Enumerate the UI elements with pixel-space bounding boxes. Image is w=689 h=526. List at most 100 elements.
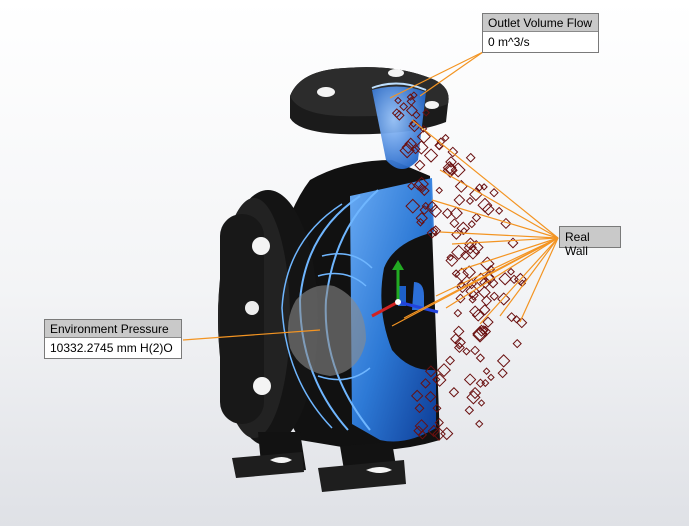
wall-marker [478, 285, 491, 299]
callout-value: 0 m^3/s [488, 35, 530, 49]
wall-marker [423, 148, 439, 163]
wall-marker [497, 368, 508, 379]
fluid-domain [281, 82, 436, 442]
wall-marker [432, 403, 442, 413]
wall-marker [424, 390, 437, 403]
wall-marker [416, 217, 425, 227]
callout-title: Real Wall [565, 230, 590, 258]
wall-marker [416, 183, 427, 194]
wall-marker [450, 333, 462, 345]
wall-marker [410, 91, 418, 99]
wall-marker [394, 110, 405, 121]
wall-marker [460, 250, 471, 261]
wall-marker [445, 355, 455, 366]
wall-marker [464, 237, 477, 251]
wall-marker [415, 212, 428, 225]
callout-title: Outlet Volume Flow [483, 14, 598, 32]
pump-feet [232, 432, 406, 492]
wall-marker [496, 354, 511, 368]
wall-marker [391, 108, 402, 118]
wall-marker [462, 347, 471, 356]
wall-marker [471, 308, 485, 322]
wall-marker [432, 373, 447, 387]
wall-marker [442, 160, 457, 175]
wall-marker [497, 292, 511, 306]
wall-marker [468, 290, 479, 301]
wall-marker [445, 156, 457, 168]
wall-marker [422, 108, 430, 117]
wall-marker [445, 254, 459, 268]
wall-marker [405, 198, 421, 214]
wall-marker [479, 256, 495, 272]
wall-marker [465, 245, 481, 260]
wall-marker [453, 308, 463, 318]
wall-marker [467, 220, 476, 229]
wall-marker [414, 140, 429, 155]
wall-marker [414, 403, 425, 414]
wall-marker [479, 325, 492, 338]
wall-marker [394, 96, 402, 105]
wall-marker [507, 267, 515, 276]
wall-marker [477, 197, 493, 213]
wall-marker [482, 367, 491, 375]
wall-marker [405, 104, 418, 117]
wall-marker [417, 430, 428, 440]
wall-marker [498, 272, 512, 286]
wall-marker [451, 269, 461, 279]
wall-marker [465, 152, 476, 163]
wall-marker [428, 204, 443, 218]
wall-marker [469, 305, 482, 318]
wall-marker [419, 205, 430, 215]
wall-marker [481, 295, 493, 307]
wall-marker [434, 417, 444, 428]
wall-marker [460, 227, 468, 235]
callout-leader-lines [182, 51, 559, 341]
wall-marker [463, 373, 477, 386]
wall-marker [441, 207, 453, 219]
wall-marker [479, 304, 491, 316]
wall-marker [399, 102, 409, 112]
callout-title: Environment Pressure [45, 320, 181, 338]
wall-marker [489, 188, 499, 198]
wall-marker [487, 373, 495, 382]
wall-marker [509, 274, 519, 285]
wall-marker [506, 312, 517, 323]
wall-marker [451, 229, 462, 240]
wall-marker [452, 325, 465, 338]
wall-marker [470, 345, 480, 356]
wall-marker [450, 162, 466, 178]
wall-marker [420, 378, 431, 389]
wall-marker [453, 342, 465, 354]
wall-marker [462, 265, 476, 280]
wall-marker [412, 179, 424, 191]
wall-marker [441, 133, 450, 142]
environment-pressure-callout[interactable]: Environment Pressure 10332.2745 mm H(2)O [44, 319, 182, 359]
wall-marker [449, 206, 463, 220]
outlet-volume-flow-callout[interactable]: Outlet Volume Flow 0 m^3/s [482, 13, 599, 53]
real-wall-callout[interactable]: Real Wall [559, 226, 621, 258]
wall-marker [468, 386, 482, 400]
wall-marker [482, 316, 494, 328]
wall-marker [437, 363, 451, 378]
wall-marker [480, 183, 488, 191]
wall-marker [453, 194, 466, 206]
wall-marker [475, 353, 486, 363]
wall-marker [495, 206, 504, 215]
wall-marker [429, 226, 439, 235]
wall-marker [454, 336, 466, 349]
wall-marker [487, 277, 499, 289]
wall-marker [427, 424, 441, 438]
xyz-triad-icon [371, 260, 439, 318]
wall-marker [475, 378, 486, 388]
wall-marker [399, 142, 415, 159]
wall-marker [435, 186, 443, 195]
wall-marker [424, 365, 437, 378]
wall-marker [410, 389, 424, 403]
wall-marker [468, 239, 484, 255]
wall-marker [472, 327, 488, 343]
wall-marker [414, 159, 426, 171]
wall-marker [421, 201, 430, 211]
wall-marker [454, 267, 470, 283]
